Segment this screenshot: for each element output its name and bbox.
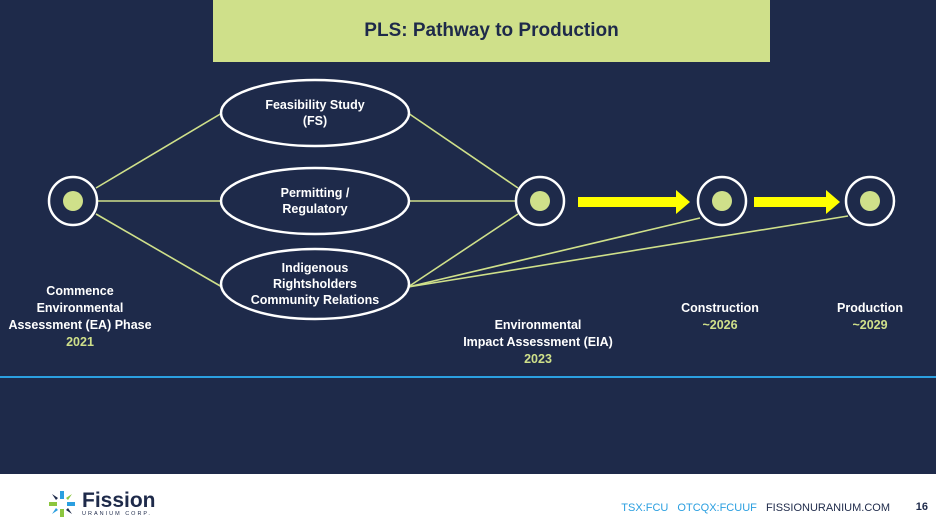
connector-line	[407, 215, 849, 288]
milestone-label-construction: Construction ~2026	[660, 300, 780, 334]
connector-line	[95, 213, 223, 288]
company-subtitle: URANIUM CORP.	[82, 511, 152, 518]
milestone-label-eia: Environmental Impact Assessment (EIA) 20…	[448, 300, 628, 385]
arrow-right-icon	[754, 190, 840, 214]
pathway-diagram	[47, 78, 896, 321]
milestone-label-production: Production ~2029	[815, 300, 925, 334]
ticker-otc: OTCQX:FCUUF	[677, 502, 757, 514]
milestone-year: ~2029	[852, 318, 888, 332]
oval-permitting	[219, 166, 411, 236]
oval-indigenous	[219, 247, 411, 321]
milestone-label-ea: Commence Environmental Assessment (EA) P…	[0, 266, 160, 368]
company-logo: Fission URANIUM CORP.	[48, 490, 156, 518]
milestone-text: Commence Environmental Assessment (EA) P…	[8, 284, 152, 332]
connector-line	[95, 112, 223, 189]
page-title: PLS: Pathway to Production	[364, 20, 619, 41]
footer: Fission URANIUM CORP. TSX:FCU OTCQX:FCUU…	[0, 474, 936, 523]
title-banner: PLS: Pathway to Production	[213, 0, 770, 62]
company-name: Fission	[82, 489, 156, 513]
connector-line	[407, 217, 701, 288]
oval-label-indigenous: Indigenous Rightsholders Community Relat…	[250, 261, 380, 307]
connector-line	[407, 213, 519, 288]
milestone-text: Environmental Impact Assessment (EIA)	[463, 318, 613, 349]
slide-background: PLS: Pathway to Production	[0, 0, 936, 474]
milestone-year: ~2026	[702, 318, 738, 332]
ticker-tsx: TSX:FCU	[621, 502, 669, 514]
connector-line	[407, 112, 519, 189]
oval-label-feasibility: Feasibility Study (FS)	[265, 98, 365, 128]
milestone-text: Construction	[681, 301, 759, 315]
fission-logo-icon	[49, 491, 75, 517]
milestone-year: 2021	[66, 335, 94, 349]
divider-line	[0, 376, 936, 378]
page-number: 16	[915, 501, 928, 513]
oval-feasibility	[219, 78, 411, 148]
milestone-text: Production	[837, 301, 903, 315]
website-link[interactable]: FISSIONURANIUM.COM	[765, 502, 890, 514]
footer-links: TSX:FCU OTCQX:FCUUF FISSIONURANIUM.COM	[621, 502, 890, 514]
arrow-right-icon	[578, 190, 690, 214]
milestone-year: 2023	[524, 352, 552, 366]
oval-label-permitting: Permitting / Regulatory	[280, 186, 350, 216]
